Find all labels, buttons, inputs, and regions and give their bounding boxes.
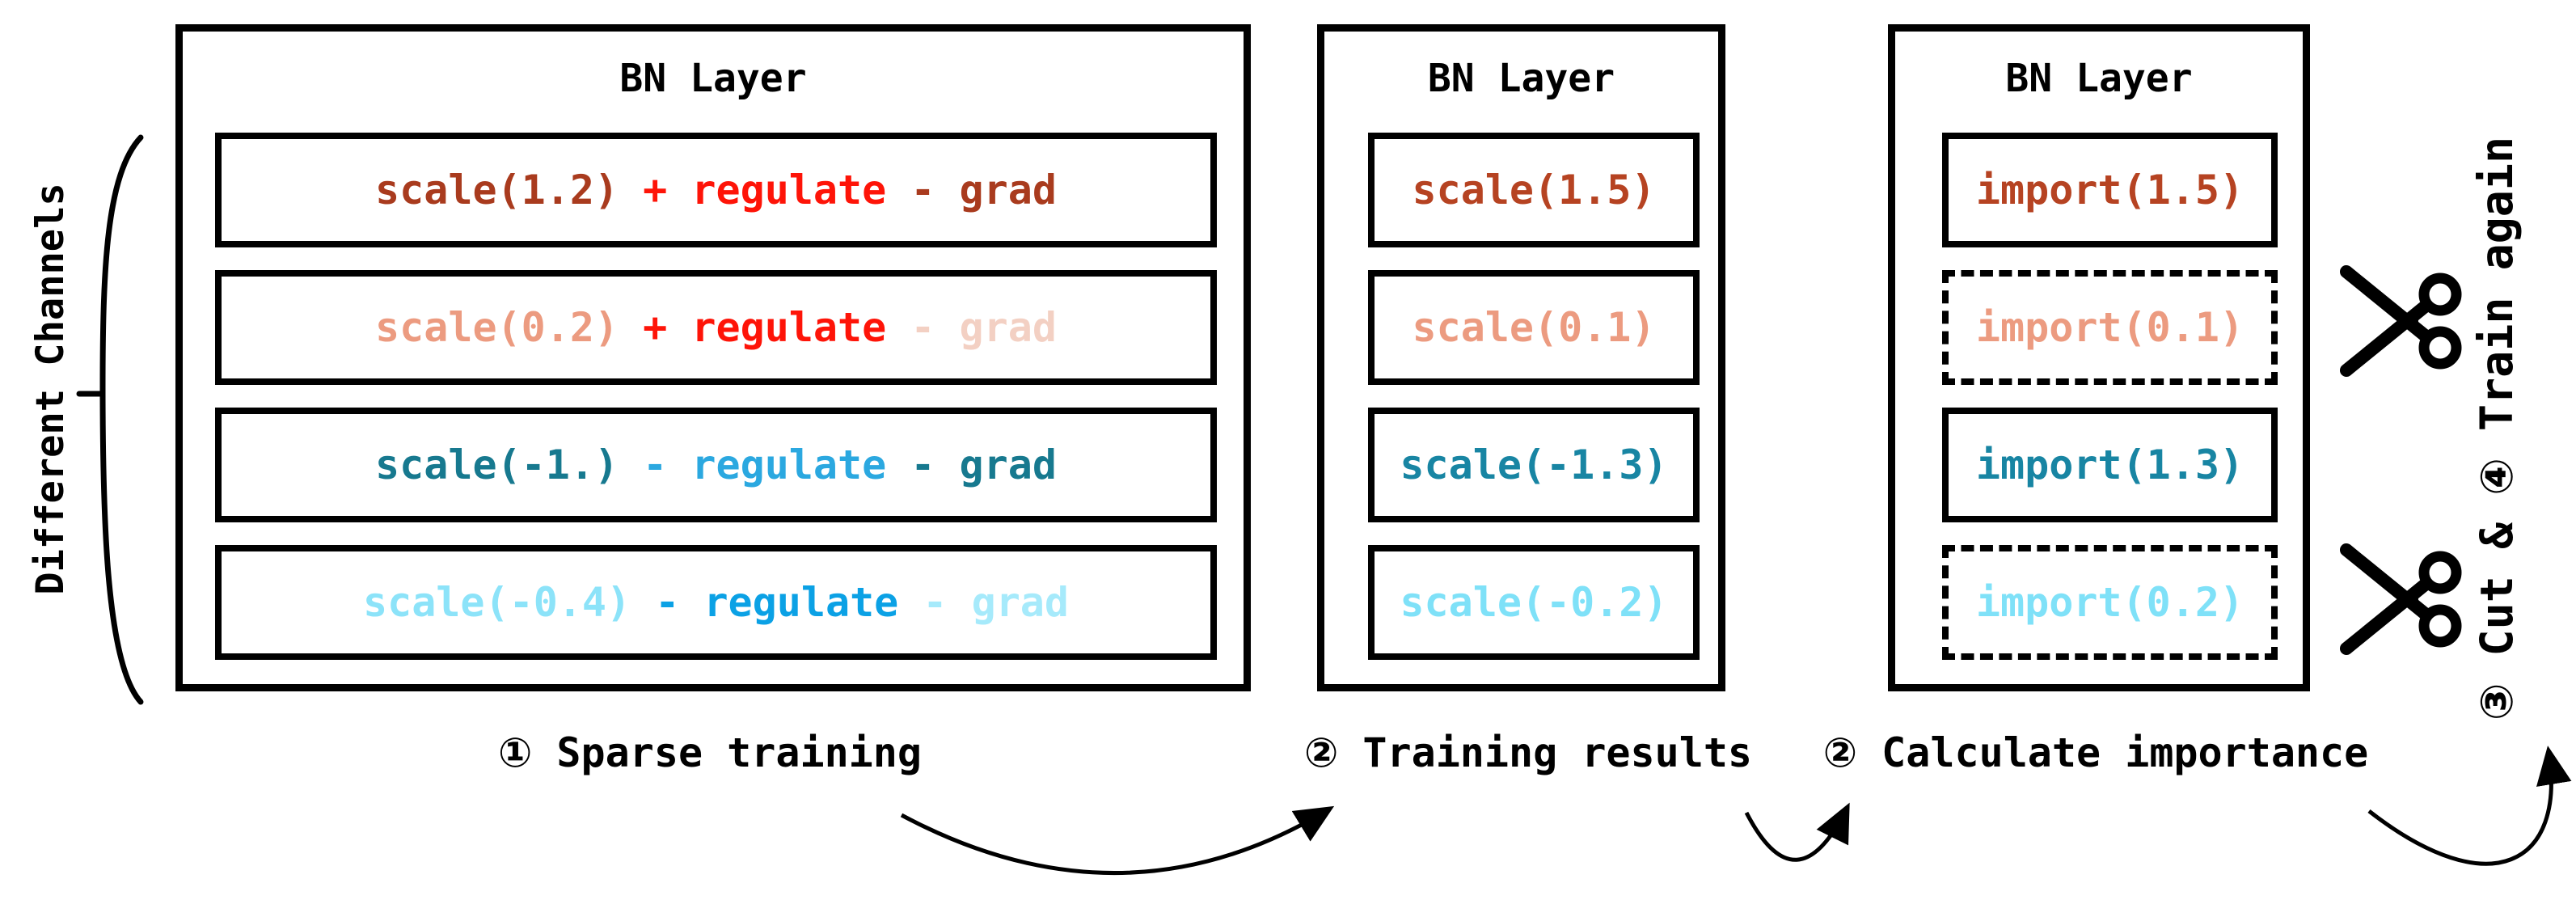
panel-title: BN Layer <box>1427 56 1615 101</box>
row-text-segment: import(1.3) <box>1975 442 2244 488</box>
panel-title: BN Layer <box>619 56 807 101</box>
channel-row: scale(-0.2) <box>1368 545 1700 660</box>
panel-title: BN Layer <box>2005 56 2193 101</box>
channel-row: import(1.3) <box>1942 408 2278 522</box>
row-text-segment: scale(-0.4) <box>363 579 631 626</box>
row-text-segment: - grad <box>886 167 1057 213</box>
channel-row: scale(0.2) + regulate - grad <box>215 270 1217 385</box>
row-text-segment: scale(0.1) <box>1412 304 1656 351</box>
channel-row-pruned: import(0.1) <box>1942 270 2278 385</box>
row-text-segment: scale(1.2) <box>375 167 619 213</box>
caption-calculate-importance: ② Calculate importance <box>1822 729 2369 776</box>
channel-row: scale(-1.) - regulate - grad <box>215 408 1217 522</box>
scissors-icon <box>2340 265 2462 377</box>
curved-arrow-icon <box>1744 802 1850 862</box>
bn-layer-panel-calculate-importance: BN Layer import(1.5) import(0.1) import(… <box>1888 24 2310 691</box>
row-text-segment: import(0.2) <box>1975 579 2244 626</box>
row-text-segment: + regulate <box>619 304 887 351</box>
row-text-segment: - regulate <box>631 579 899 626</box>
curly-brace-icon <box>76 134 144 705</box>
row-text-segment: scale(0.2) <box>375 304 619 351</box>
row-text-segment: - grad <box>886 442 1057 488</box>
row-text-segment: import(1.5) <box>1975 167 2244 213</box>
channel-row: scale(1.5) <box>1368 133 1700 247</box>
row-text-segment: scale(1.5) <box>1412 167 1656 213</box>
row-text-segment: scale(-0.2) <box>1400 579 1668 626</box>
row-text-segment: import(0.1) <box>1975 304 2244 351</box>
bn-layer-panel-sparse-training: BN Layer scale(1.2) + regulate - grad sc… <box>175 24 1251 691</box>
channel-row: scale(-1.3) <box>1368 408 1700 522</box>
channel-row: import(1.5) <box>1942 133 2278 247</box>
different-channels-label: Different Channels <box>28 183 73 595</box>
row-text-segment: - grad <box>886 304 1057 351</box>
curved-arrow-icon <box>900 805 1335 876</box>
channel-row: scale(-0.4) - regulate - grad <box>215 545 1217 660</box>
row-text-segment: scale(-1.3) <box>1400 442 1668 488</box>
channel-row: scale(1.2) + regulate - grad <box>215 133 1217 247</box>
row-text-segment: - regulate <box>619 442 887 488</box>
row-text-segment: scale(-1.) <box>375 442 619 488</box>
channel-row: scale(0.1) <box>1368 270 1700 385</box>
channel-row-pruned: import(0.2) <box>1942 545 2278 660</box>
row-text-segment: - grad <box>898 579 1069 626</box>
cut-and-train-again-label: ③ Cut & ④ Train again <box>2471 136 2523 721</box>
scissors-icon <box>2340 543 2462 655</box>
caption-sparse-training: ① Sparse training <box>498 729 922 776</box>
bn-layer-panel-training-results: BN Layer scale(1.5) scale(0.1) scale(-1.… <box>1317 24 1725 691</box>
caption-training-results: ② Training results <box>1303 729 1753 776</box>
row-text-segment: + regulate <box>619 167 887 213</box>
